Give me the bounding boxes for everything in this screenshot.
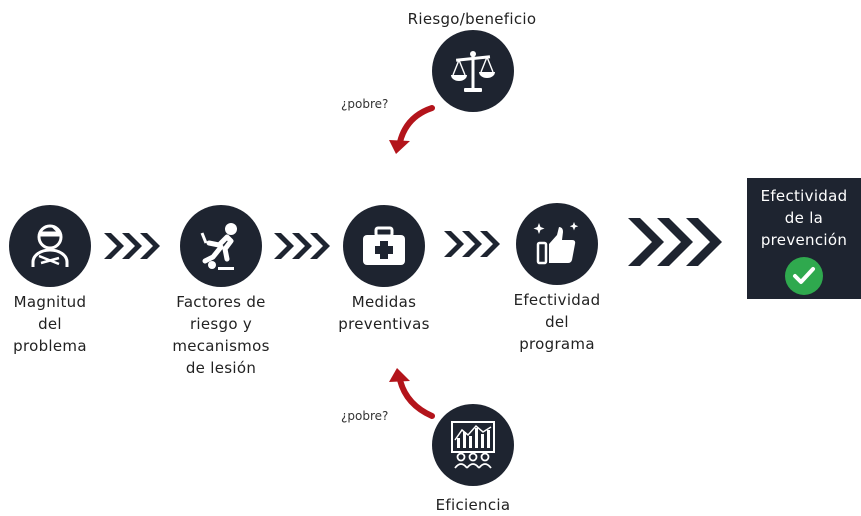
chevron-arrows-1: [104, 233, 160, 259]
step-node-risk-factors: [180, 205, 262, 287]
efficiency-node: [432, 404, 514, 486]
step-node-preventive-measures: [343, 205, 425, 287]
efficiency-label: Eficiencia: [435, 496, 511, 514]
first-aid-kit-icon: [363, 226, 405, 265]
big-chevron-arrows: [628, 218, 722, 266]
bottom-curved-arrow: [389, 368, 435, 419]
step-node-magnitude: [9, 205, 91, 287]
top-curved-arrow: [389, 105, 435, 154]
check-icon: [785, 257, 823, 295]
falling-person-icon: [200, 223, 237, 270]
risk-benefit-label: Riesgo/beneficio: [407, 10, 537, 28]
balance-scale-icon: [451, 51, 495, 92]
analytics-team-icon: [451, 421, 495, 469]
thumbs-up-icon: [533, 222, 579, 265]
chevron-arrows-3: [444, 231, 500, 257]
bottom-question-label: ¿pobre?: [341, 409, 389, 423]
risk-benefit-node: [432, 30, 514, 112]
top-question-label: ¿pobre?: [341, 97, 389, 111]
injured-person-icon: [31, 224, 69, 267]
chevron-arrows-2: [274, 233, 330, 259]
step-node-program-effectiveness: [516, 203, 598, 285]
